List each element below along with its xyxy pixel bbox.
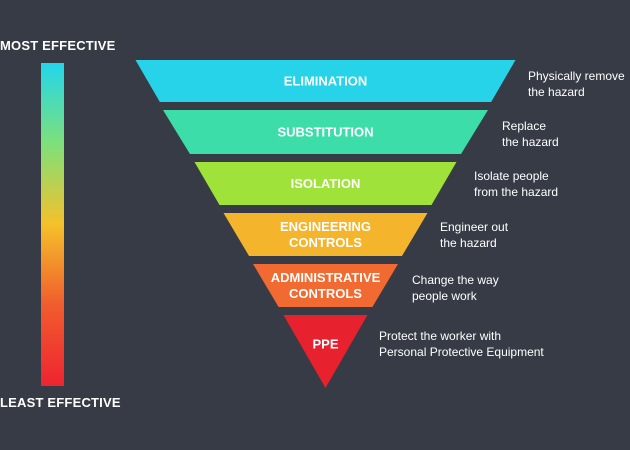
level-engineering-controls-label: ENGINEERING <box>280 219 371 234</box>
description-line: from the hazard <box>474 185 559 199</box>
description-line: Physically remove <box>528 69 625 83</box>
description-line: Engineer out <box>440 220 509 234</box>
description-line: people work <box>412 289 477 303</box>
level-engineering-controls-description: Engineer out the hazard <box>440 219 508 251</box>
level-elimination <box>135 60 516 102</box>
level-engineering-controls-label: CONTROLS <box>289 235 362 250</box>
level-administrative-controls-description: Change the way people work <box>412 272 499 304</box>
description-line: Personal Protective Equipment <box>379 345 544 359</box>
description-line: Change the way <box>412 273 499 287</box>
description-line: Isolate people <box>474 169 549 183</box>
level-administrative-controls <box>253 264 398 307</box>
description-line: the hazard <box>528 85 585 99</box>
description-line: Protect the worker with <box>379 329 502 343</box>
level-ppe <box>283 315 368 388</box>
level-administrative-controls-label: CONTROLS <box>289 286 362 301</box>
level-substitution <box>163 110 488 154</box>
least-effective-label: LEAST EFFECTIVE <box>0 395 121 410</box>
level-substitution-label: SUBSTITUTION <box>277 125 373 140</box>
level-isolation-description: Isolate people from the hazard <box>474 168 558 200</box>
level-ppe-label: PPE <box>312 337 338 352</box>
description-line: Replace <box>502 119 547 133</box>
level-engineering-controls <box>223 213 428 256</box>
level-isolation <box>194 162 457 205</box>
level-isolation-label: ISOLATION <box>291 176 361 191</box>
most-effective-label: MOST EFFECTIVE <box>0 38 116 53</box>
effectiveness-gradient-bar <box>41 63 64 386</box>
description-line: the hazard <box>502 135 559 149</box>
level-elimination-label: ELIMINATION <box>284 74 368 89</box>
level-administrative-controls-label: ADMINISTRATIVE <box>271 270 381 285</box>
description-line: the hazard <box>440 236 497 250</box>
level-substitution-description: Replace the hazard <box>502 118 559 150</box>
level-elimination-description: Physically remove the hazard <box>528 68 625 100</box>
